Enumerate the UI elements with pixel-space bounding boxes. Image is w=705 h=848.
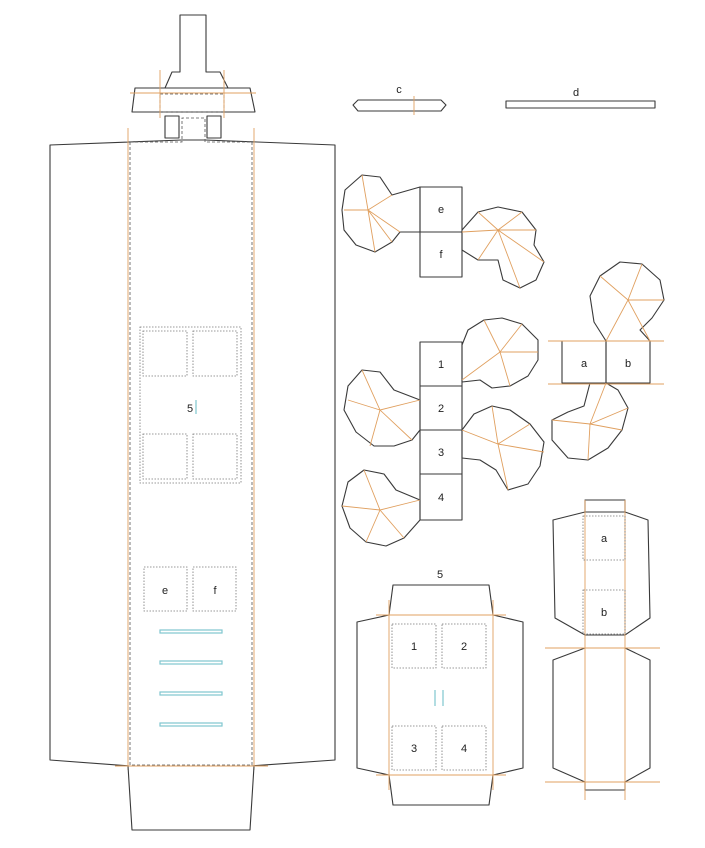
strip-d: d — [505, 87, 656, 109]
piece-1234: 1 2 3 4 — [341, 317, 545, 547]
box-5-label-2: 2 — [461, 641, 467, 653]
piece-a-label: a — [581, 358, 588, 370]
piece-b-label: b — [625, 358, 631, 370]
box-ab-net: a b — [545, 499, 660, 800]
piece-1-label: 1 — [438, 359, 444, 371]
slot-lines — [159, 629, 223, 727]
box-5-label-4: 4 — [461, 743, 467, 755]
box-5-label-1: 1 — [411, 641, 417, 653]
box-ab-label-b: b — [601, 607, 607, 619]
piece-ab: a b — [548, 261, 665, 461]
box-ab-label-a: a — [601, 533, 608, 545]
piece-2-label: 2 — [438, 403, 444, 415]
main-body-piece — [49, 14, 336, 831]
piece-e-label: e — [438, 204, 444, 216]
piece-4-label: 4 — [438, 492, 444, 504]
main-label-f: f — [213, 585, 217, 597]
box-5-label: 5 — [437, 569, 443, 581]
piece-f-label: f — [439, 249, 443, 261]
box-5-net: 5 1 2 3 4 — [356, 569, 524, 806]
box-5-label-3: 3 — [411, 743, 417, 755]
panel-ef-marker: e f — [143, 566, 237, 612]
panel-5-marker: 5 — [139, 326, 242, 484]
piece-ef: e f — [341, 174, 545, 289]
main-label-e: e — [162, 585, 168, 597]
main-label-5: 5 — [187, 403, 193, 415]
strip-d-label: d — [573, 87, 579, 99]
strip-c: c — [352, 84, 447, 115]
strip-c-label: c — [396, 84, 402, 96]
piece-3-label: 3 — [438, 447, 444, 459]
